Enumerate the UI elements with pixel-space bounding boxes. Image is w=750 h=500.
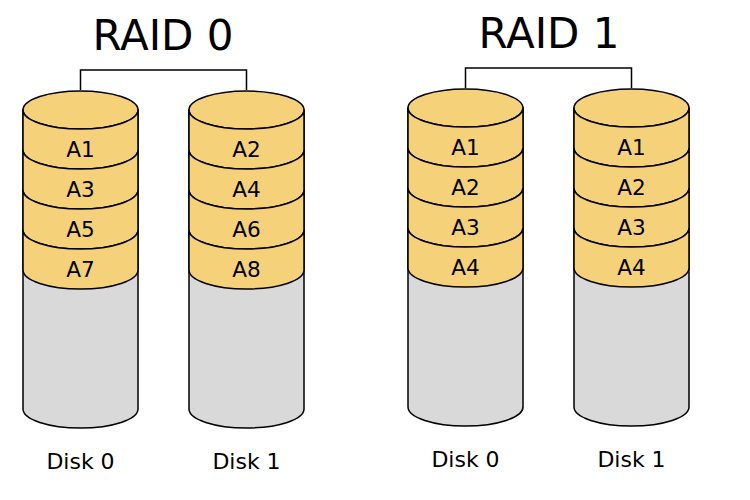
data-block: A2 [189, 110, 304, 170]
raid-title: RAID 0 [92, 15, 233, 57]
disk-label: Disk 1 [189, 449, 304, 475]
block-label: A8 [189, 256, 304, 284]
block-label: A1 [23, 136, 138, 164]
array-bracket [81, 70, 247, 90]
block-label: A5 [23, 216, 138, 244]
block-outline [23, 230, 138, 289]
block-label: A4 [408, 254, 523, 282]
disk-label: Disk 1 [574, 447, 689, 473]
disk-label: Disk 0 [23, 449, 138, 475]
block-label: A2 [189, 136, 304, 164]
disk-body [23, 110, 138, 428]
block-label: A3 [408, 214, 523, 242]
block-label: A4 [189, 176, 304, 204]
disk-body [408, 108, 523, 426]
block-outline [408, 148, 523, 207]
disk-cylinder: A1A2A3A4Disk 1 [574, 88, 689, 473]
array-bracket [466, 68, 632, 88]
block-outline [23, 190, 138, 249]
block-outline [189, 110, 304, 169]
block-outline [408, 188, 523, 247]
block-label: A6 [189, 216, 304, 244]
block-outline [574, 228, 689, 287]
block-outline [408, 108, 523, 167]
block-outline [574, 188, 689, 247]
block-label: A1 [574, 134, 689, 162]
data-block: A1 [574, 108, 689, 168]
data-block: A1 [23, 110, 138, 170]
block-outline [574, 108, 689, 167]
block-outline [23, 150, 138, 209]
disk-cylinder: A1A3A5A7Disk 0 [23, 90, 138, 475]
block-outline [189, 150, 304, 209]
disk-cylinder: A1A2A3A4Disk 0 [408, 88, 523, 473]
block-label: A2 [574, 174, 689, 202]
block-label: A7 [23, 256, 138, 284]
disk-body [574, 108, 689, 426]
block-label: A3 [23, 176, 138, 204]
block-outline [23, 110, 138, 169]
block-label: A2 [408, 174, 523, 202]
block-outline [189, 230, 304, 289]
disk-cylinder: A2A4A6A8Disk 1 [189, 90, 304, 475]
block-outline [574, 148, 689, 207]
block-outline [189, 190, 304, 249]
block-label: A4 [574, 254, 689, 282]
disk-body [189, 110, 304, 428]
block-outline [408, 228, 523, 287]
raid-title: RAID 1 [478, 13, 619, 55]
data-block: A1 [408, 108, 523, 168]
block-label: A3 [574, 214, 689, 242]
block-label: A1 [408, 134, 523, 162]
disk-label: Disk 0 [408, 447, 523, 473]
